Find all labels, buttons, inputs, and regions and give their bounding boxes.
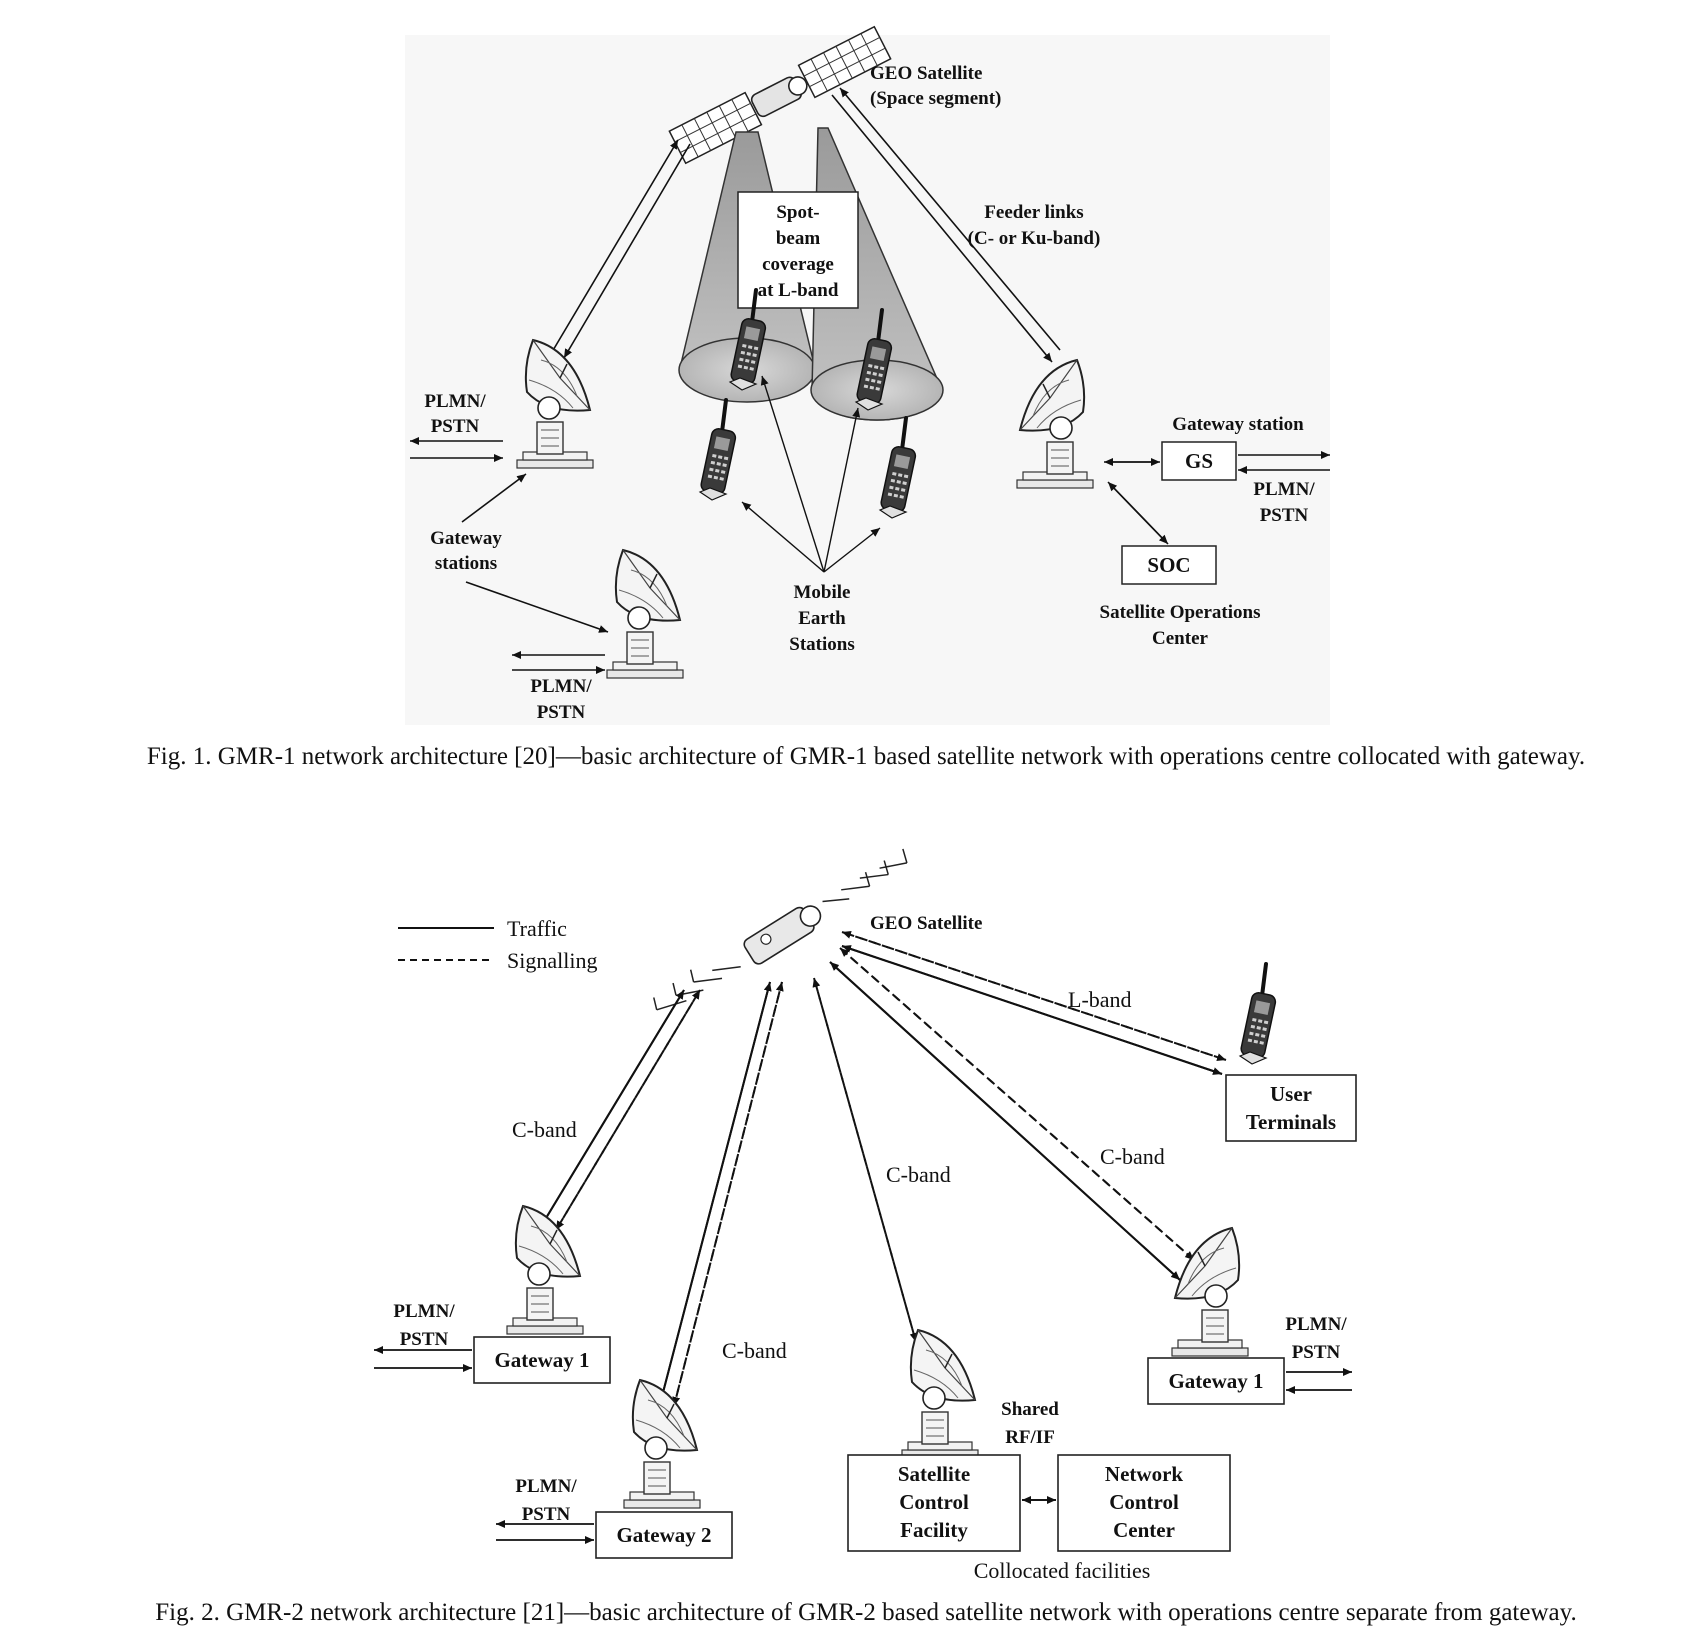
fig2-shared-rf-2: RF/IF bbox=[1005, 1427, 1055, 1448]
fig2-plmn-gw1-left-1: PLMN/ bbox=[393, 1301, 455, 1322]
fig1-diagram: GEO Satellite (Space segment) Spot- beam… bbox=[405, 25, 1330, 725]
fig1-gs-links bbox=[1104, 451, 1330, 474]
fig2-shared-rf-1: Shared bbox=[1001, 1399, 1059, 1420]
fig2-legend-traffic: Traffic bbox=[507, 916, 567, 941]
fig1-soc-text: SOC bbox=[1147, 553, 1190, 577]
fig1-plmn-left-top-arrows bbox=[410, 437, 503, 462]
fig1-mobile-label-1: Mobile bbox=[794, 582, 851, 603]
fig2-ncc-2: Control bbox=[1109, 1490, 1179, 1514]
fig1-gs-box bbox=[1161, 441, 1237, 481]
fig2-scf-box bbox=[847, 1454, 1021, 1552]
fig2-legend-signalling: Signalling bbox=[507, 948, 597, 973]
fig1-spot-beam-box bbox=[737, 191, 859, 309]
fig2-caption: Fig. 2. GMR-2 network architecture [21]—… bbox=[155, 1599, 1577, 1626]
fig2-gateway1-left-antenna-icon bbox=[506, 1205, 584, 1335]
fig2-gateway2-text: Gateway 2 bbox=[616, 1523, 711, 1547]
fig2-plmn-gw2-1: PLMN/ bbox=[515, 1476, 577, 1497]
fig1-gateway-stations-2: stations bbox=[435, 553, 497, 574]
fig2-l-band: L-band bbox=[1068, 987, 1132, 1012]
fig1-satellite-label-2: (Space segment) bbox=[870, 88, 1001, 109]
fig1-soc-link bbox=[1107, 481, 1169, 545]
fig1-soc-label-1: Satellite Operations bbox=[1100, 602, 1261, 623]
fig2-gateway1-right-box bbox=[1147, 1357, 1285, 1405]
fig1-plmn-right-2: PSTN bbox=[1260, 505, 1309, 526]
fig2-scf-1: Satellite bbox=[898, 1462, 970, 1486]
fig2-ncc-3: Center bbox=[1113, 1518, 1175, 1542]
fig1-spot-beam-text-3: coverage bbox=[762, 254, 834, 275]
fig1-feeder-label-1: Feeder links bbox=[984, 202, 1083, 223]
fig1-geo-satellite-icon bbox=[668, 25, 892, 165]
fig1-spot-beam-text-4: at L-band bbox=[758, 280, 839, 301]
fig2-plmn-gw1-right-1: PLMN/ bbox=[1285, 1314, 1347, 1335]
fig2-user-terminal-phone-icon bbox=[1237, 962, 1279, 1066]
fig2-gateway1-left-box bbox=[473, 1336, 611, 1384]
fig2-diagram: Traffic Signalling GEO Satellite C-band bbox=[374, 848, 1357, 1583]
fig2-link-user-terminals bbox=[841, 931, 1227, 1075]
fig1-mobile-label-3: Stations bbox=[789, 634, 854, 655]
fig2-link-gateway2 bbox=[658, 981, 784, 1407]
fig2-scf-3: Facility bbox=[900, 1518, 968, 1542]
fig2-scf-antenna-icon bbox=[901, 1329, 979, 1459]
fig2-user-terminals-2: Terminals bbox=[1246, 1110, 1336, 1134]
fig1-gs-text: GS bbox=[1185, 449, 1213, 473]
fig2-c-band-3: C-band bbox=[886, 1162, 951, 1187]
fig1-gateway-stations-pointers bbox=[461, 473, 609, 633]
fig1-link-right-gateway bbox=[831, 87, 1061, 363]
fig1-soc-box bbox=[1121, 545, 1217, 585]
fig2-user-terminals-1: User bbox=[1270, 1082, 1312, 1106]
fig2-collocated-label: Collocated facilities bbox=[974, 1558, 1151, 1583]
fig1-plmn-left-top-1: PLMN/ bbox=[424, 391, 486, 412]
fig2-gateway1-right-text: Gateway 1 bbox=[1168, 1369, 1263, 1393]
fig2-geo-satellite-icon bbox=[653, 848, 908, 1011]
fig1-soc-label-2: Center bbox=[1152, 628, 1208, 649]
fig2-c-band-4: C-band bbox=[1100, 1144, 1165, 1169]
fig2-plmn-gw1-left-arrows bbox=[374, 1346, 472, 1372]
fig2-user-terminals-box bbox=[1225, 1074, 1357, 1142]
fig2-plmn-gw1-right-2: PSTN bbox=[1292, 1342, 1341, 1363]
fig2-plmn-gw1-right-arrows bbox=[1286, 1368, 1352, 1394]
fig1-gateway-stations-1: Gateway bbox=[430, 528, 502, 549]
fig1-satellite-label-1: GEO Satellite bbox=[870, 63, 982, 84]
fig2-plmn-gw2-arrows bbox=[496, 1520, 594, 1544]
fig2-gateway1-right-antenna-icon bbox=[1171, 1227, 1249, 1357]
fig2-gateway1-left-text: Gateway 1 bbox=[494, 1348, 589, 1372]
fig2-scf-2: Control bbox=[899, 1490, 969, 1514]
fig1-plmn-right-1: PLMN/ bbox=[1253, 479, 1315, 500]
fig2-satellite-label: GEO Satellite bbox=[870, 913, 982, 934]
fig1-link-left-gateway bbox=[551, 139, 691, 359]
fig1-mobile-label-2: Earth bbox=[798, 608, 846, 629]
fig2-plmn-gw1-left-2: PSTN bbox=[400, 1329, 449, 1350]
fig2-plmn-gw2-2: PSTN bbox=[522, 1504, 571, 1525]
fig1-caption: Fig. 1. GMR-1 network architecture [20]—… bbox=[146, 743, 1586, 770]
fig2-gateway2-antenna-icon bbox=[623, 1379, 701, 1509]
fig2-link-scf bbox=[812, 977, 918, 1343]
fig2-link-gateway1-right bbox=[829, 947, 1195, 1281]
fig2-gateway2-box bbox=[595, 1511, 733, 1559]
fig1-gateway-station-label: Gateway station bbox=[1172, 414, 1304, 435]
fig1-plmn-left-bottom-1: PLMN/ bbox=[530, 676, 592, 697]
fig1-spot-beam-text-1: Spot- bbox=[776, 202, 819, 223]
fig1-plmn-left-bottom-arrows bbox=[512, 651, 605, 674]
fig1-plmn-left-top-2: PSTN bbox=[431, 416, 480, 437]
fig2-ncc-1: Network bbox=[1105, 1462, 1183, 1486]
fig2-c-band-1: C-band bbox=[512, 1117, 577, 1142]
fig2-ncc-box bbox=[1057, 1454, 1231, 1552]
fig1-spot-beam-text-2: beam bbox=[776, 228, 821, 249]
fig1-plmn-left-bottom-2: PSTN bbox=[537, 702, 586, 723]
fig1-feeder-label-2: (C- or Ku-band) bbox=[968, 228, 1101, 249]
fig2-link-gateway1-left bbox=[539, 989, 701, 1231]
fig1-mobile-pointers bbox=[741, 375, 881, 573]
fig2-c-band-2: C-band bbox=[722, 1338, 787, 1363]
